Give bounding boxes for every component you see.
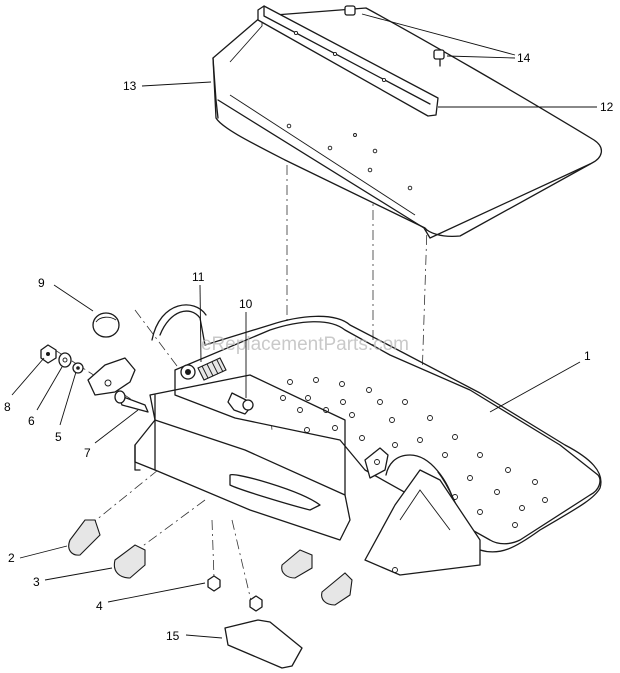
callout-5: 5 [55, 430, 62, 444]
callout-3: 3 [33, 575, 40, 589]
callout-8: 8 [4, 400, 11, 414]
callout-4: 4 [96, 599, 103, 613]
bumper-part-2 [68, 519, 101, 556]
callout-13: 13 [123, 79, 137, 93]
callout-14: 14 [517, 51, 531, 65]
pin-part-10 [227, 392, 254, 415]
pad-part-15 [224, 619, 303, 669]
spacer-part-5 [72, 362, 84, 374]
nut-installed [249, 595, 263, 612]
leader-lines [11, 13, 597, 639]
callout-2: 2 [8, 551, 15, 565]
callout-labels: 13 12 14 9 11 10 1 8 6 5 7 2 3 4 15 [4, 51, 614, 643]
callout-7: 7 [84, 446, 91, 460]
bolts-part-14 [344, 5, 445, 67]
nut-part-4 [207, 575, 221, 592]
knob-part-9 [92, 312, 120, 338]
washer-part-8 [40, 344, 57, 364]
platform-holes [280, 377, 548, 528]
bolt-part-7 [114, 390, 149, 413]
bracket-strip-part-12 [257, 5, 439, 117]
callout-11: 11 [192, 270, 205, 284]
callout-12: 12 [600, 100, 614, 114]
callout-1: 1 [584, 349, 591, 363]
cover-plate-part-13 [212, 7, 602, 239]
washer-part-6 [58, 352, 72, 368]
bumpers-installed [281, 549, 353, 606]
callout-10: 10 [239, 297, 253, 311]
watermark-text: eReplacementParts.com [201, 334, 409, 355]
bumper-part-3 [113, 544, 146, 579]
callout-9: 9 [38, 276, 45, 290]
spring-part-11 [180, 357, 227, 381]
callout-15: 15 [166, 629, 180, 643]
callout-6: 6 [28, 414, 35, 428]
